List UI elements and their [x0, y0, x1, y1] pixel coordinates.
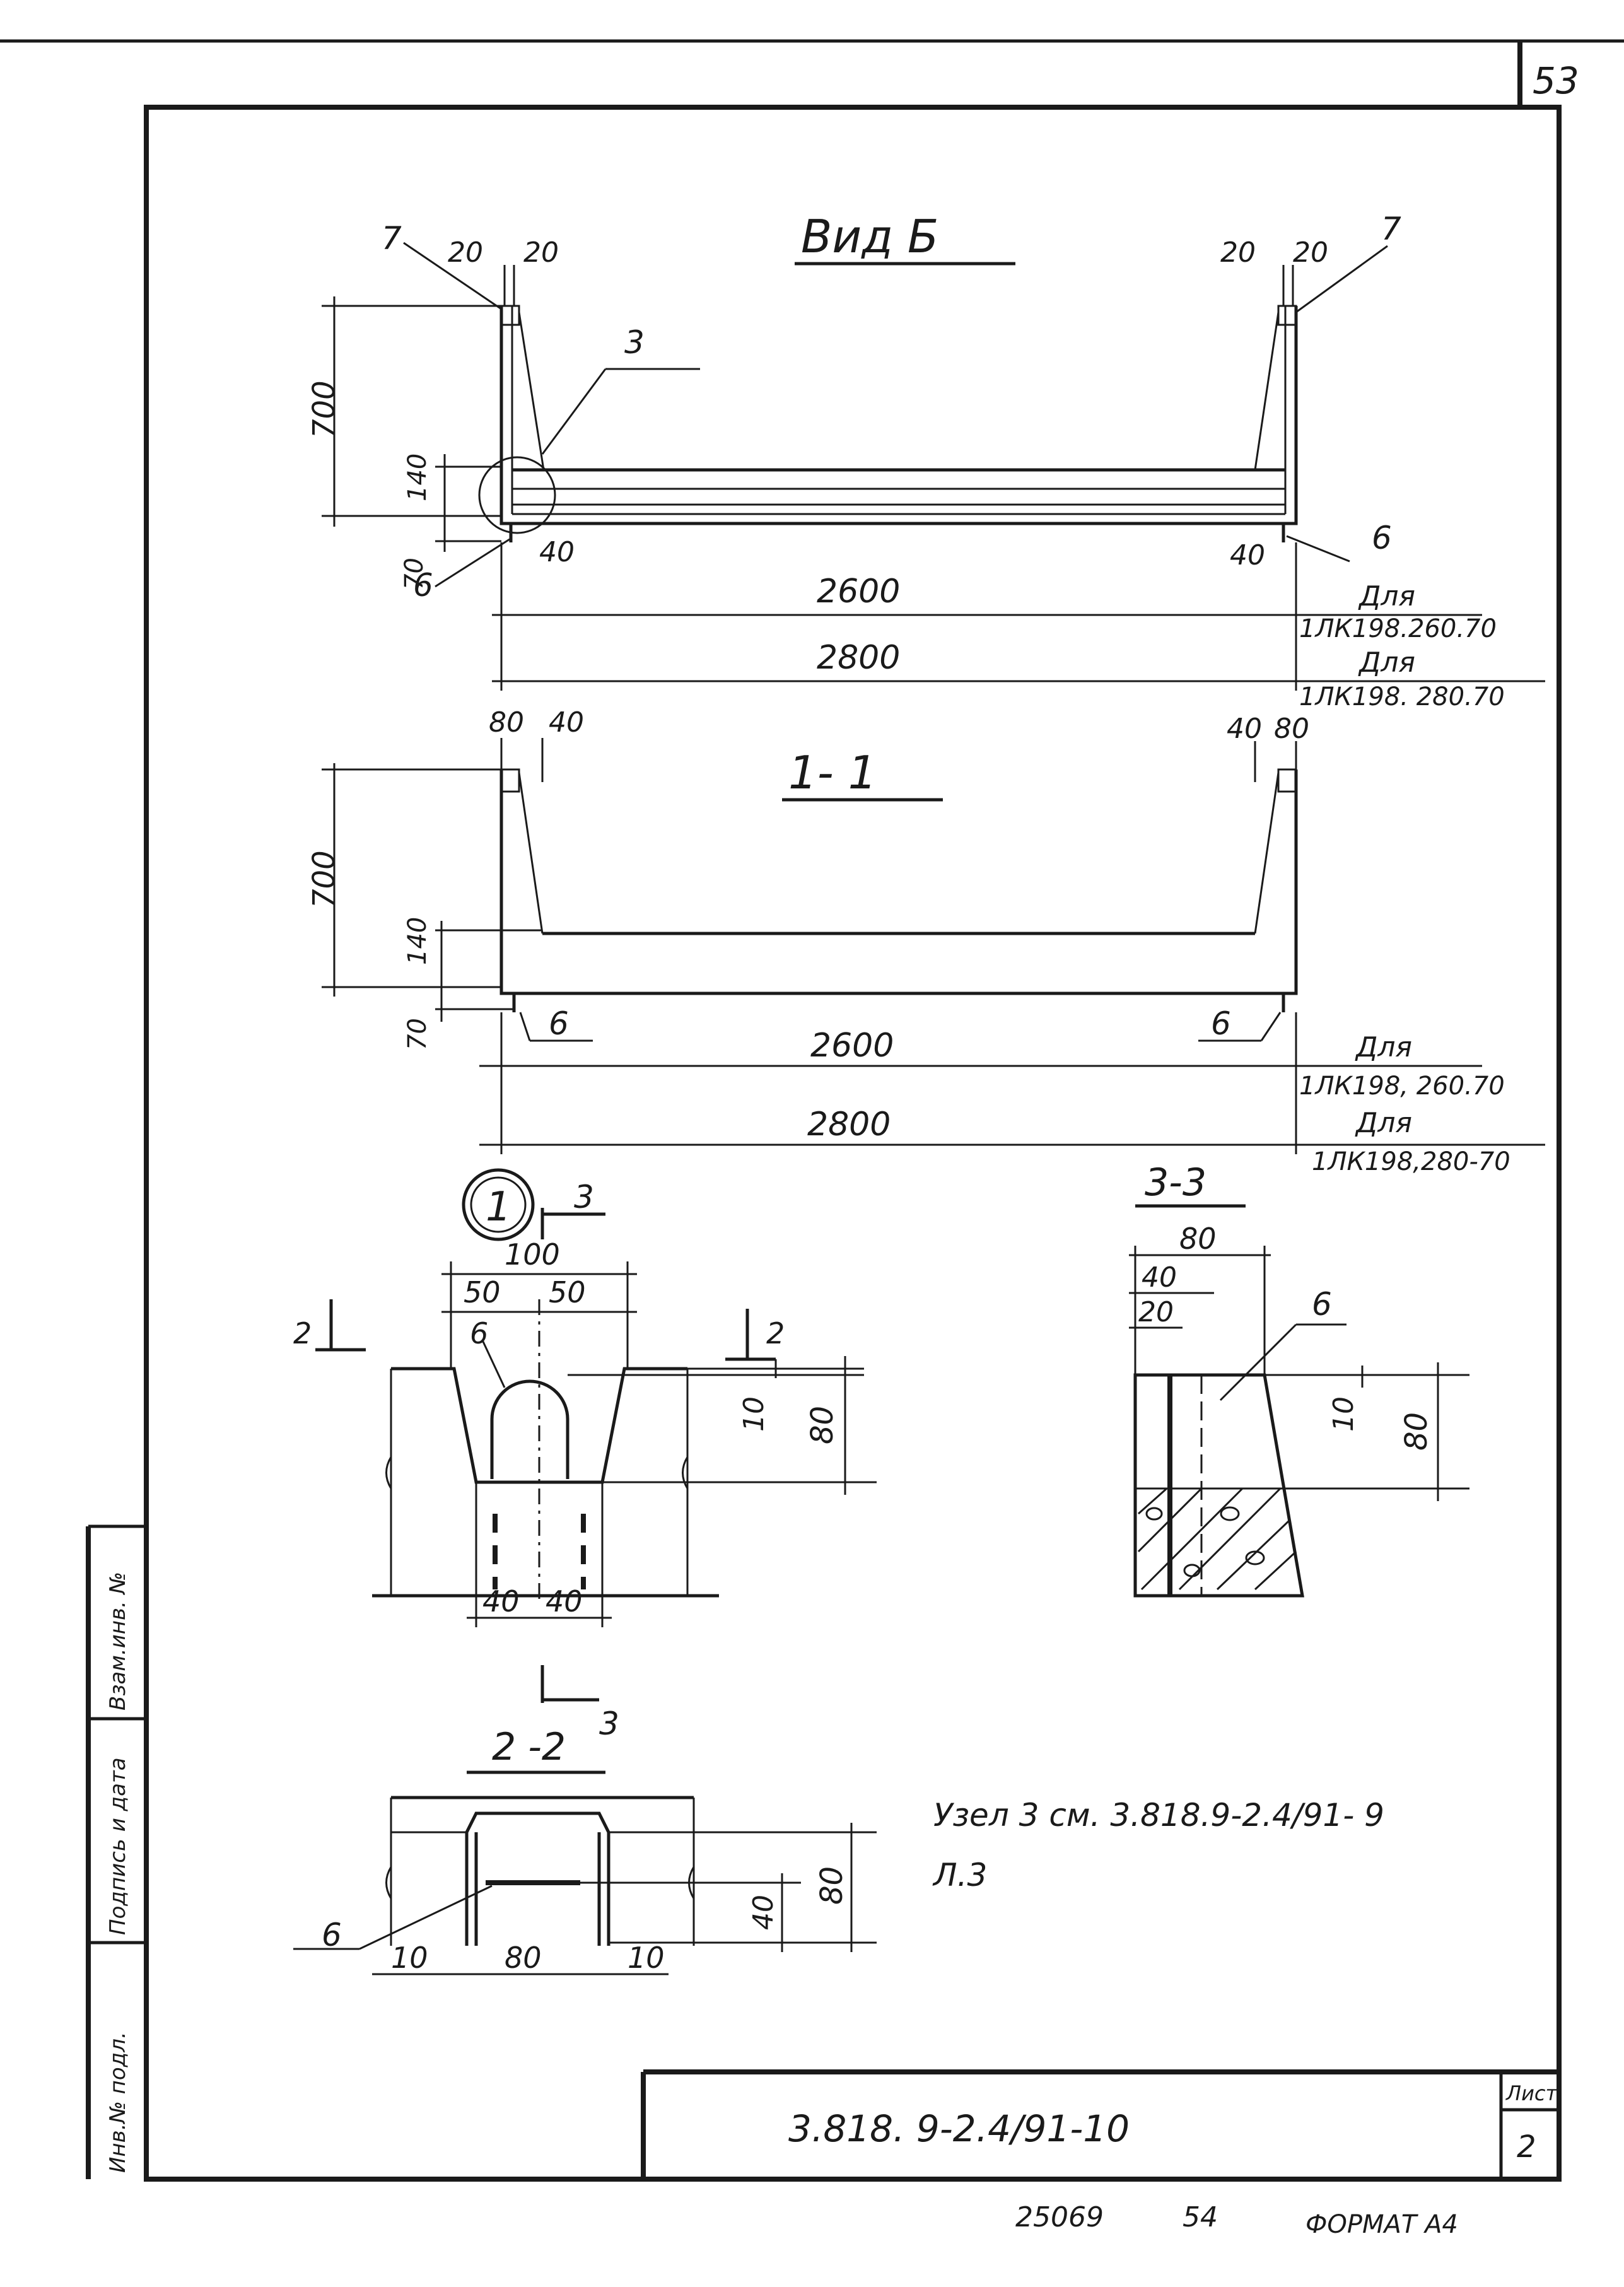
node-1-cut3-bottom: 3	[599, 1705, 619, 1742]
view-b: Вид Б 700 140 70 20 20 20 20	[307, 210, 1545, 711]
section-3-3: 3-3 80 40 20 6 10 80	[1129, 1161, 1469, 1598]
vb-dim-br40: 40	[1230, 539, 1265, 571]
vb-callout-6-left: 6	[413, 567, 433, 604]
title-block: 3.818. 9-2.4/91-10 Лист 2	[641, 2069, 1559, 2179]
vb-dim-70: 70	[400, 558, 429, 590]
sec11-title: 1- 1	[788, 746, 877, 799]
vb-callout-7-left: 7	[382, 220, 402, 257]
vb-dim-140: 140	[403, 453, 432, 501]
vb-dim-bl40: 40	[539, 536, 575, 568]
note-line-1: Узел 3 см. 3.818.9-2.4/91- 9	[933, 1797, 1384, 1834]
s11-callout-6-left: 6	[549, 1005, 569, 1042]
vb-dim-700: 700	[307, 380, 342, 438]
sec33-dim-80: 80	[1179, 1222, 1217, 1256]
s11-dim-2600: 2600	[810, 1027, 894, 1065]
s11-dim-700: 700	[307, 850, 342, 908]
vb-callout-3: 3	[624, 324, 645, 361]
section-2-2: 2 -2 6 40 80 10 80 10	[293, 1725, 877, 1975]
sec33-dim-40: 40	[1142, 1261, 1177, 1294]
node-1-cut3-top: 3	[574, 1179, 594, 1215]
sec11-outline	[499, 769, 1298, 995]
vb-note-dlya-1: Для	[1358, 580, 1415, 612]
s11-callout-6-right: 6	[1211, 1005, 1231, 1042]
s11-note-mark-2: 1ЛК198,280-70	[1312, 1147, 1510, 1176]
s11-dim-140: 140	[403, 917, 432, 965]
vb-callout-6-right: 6	[1372, 520, 1392, 556]
vb-dim-2600: 2600	[817, 573, 900, 611]
note-line-2: Л.3	[932, 1857, 987, 1893]
view-b-title: Вид Б	[801, 210, 938, 263]
s11-dim-70: 70	[403, 1018, 432, 1050]
s11-dim-2800: 2800	[807, 1106, 891, 1144]
sec33-dim-20: 20	[1138, 1296, 1174, 1328]
node-1-loop	[490, 1379, 570, 1479]
node-1-dim-50b: 50	[549, 1275, 586, 1309]
s11-note-dlya-1: Для	[1355, 1031, 1412, 1063]
node-1-dim-50a: 50	[464, 1275, 501, 1309]
footer-format: ФОРМАТ А4	[1306, 2210, 1458, 2239]
vb-note-mark-2: 1ЛК198. 280.70	[1299, 682, 1505, 711]
sec22-top	[465, 1811, 610, 1834]
list-label: Лист	[1505, 2081, 1558, 2105]
stamp-inv-podl: Инв.№ подл.	[105, 2032, 131, 2173]
s11-dim-l40: 40	[549, 706, 584, 739]
footer-page: 54	[1183, 2201, 1218, 2233]
sec22-dim-10a: 10	[391, 1941, 428, 1975]
sec22-title: 2 -2	[492, 1725, 566, 1769]
vb-callout-7-right: 7	[1381, 211, 1401, 247]
node-1-cut2-right: 2	[766, 1316, 785, 1350]
vb-dim-tl20a: 20	[448, 237, 483, 269]
s11-dim-l80: 80	[489, 706, 524, 739]
stamp-vzam: Взам.инв. №	[105, 1572, 131, 1711]
vb-dim-tl20b: 20	[523, 237, 559, 269]
node-1-dim-40a: 40	[482, 1584, 520, 1618]
list-number: 2	[1517, 2129, 1536, 2165]
s11-note-mark-1: 1ЛК198, 260.70	[1299, 1072, 1505, 1101]
vb-dim-tr20b: 20	[1293, 237, 1328, 269]
stamp-podpis: Подпись и дата	[105, 1757, 131, 1935]
s11-note-dlya-2: Для	[1355, 1107, 1412, 1139]
sec33-profile	[1133, 1373, 1304, 1598]
node-1-dim-40b: 40	[546, 1584, 583, 1618]
vb-dim-2800: 2800	[817, 639, 900, 677]
node-1-cut2-left: 2	[293, 1316, 312, 1350]
node-1-dim-100: 100	[505, 1237, 560, 1272]
sec22-dim-80: 80	[505, 1941, 542, 1975]
node-1-label: 1	[486, 1184, 511, 1231]
vb-note-mark-1: 1ЛК198.260.70	[1299, 614, 1497, 643]
sheet-corner-number: 53	[1533, 59, 1579, 102]
sec22-dim-40: 40	[747, 1895, 780, 1930]
view-b-outline	[499, 306, 1298, 525]
node-1: 1 3 3 2 2 100 50 50 6	[293, 1168, 877, 1742]
section-1-1: 1- 1 700 140 70 80 40 40 80 6 6	[307, 706, 1545, 1176]
side-stamp: Взам.инв. № Подпись и дата Инв.№ подл.	[86, 1524, 146, 2179]
main-frame	[144, 105, 1562, 2182]
sec33-dim-80v: 80	[1399, 1412, 1434, 1451]
footer-number: 25069	[1015, 2201, 1104, 2233]
node-1-dim-10: 10	[738, 1396, 770, 1432]
s11-dim-r80: 80	[1274, 713, 1309, 745]
sec33-dim-10: 10	[1328, 1396, 1360, 1432]
sec22-dim-10b: 10	[628, 1941, 665, 1975]
doc-code: 3.818. 9-2.4/91-10	[788, 2107, 1130, 2150]
vb-dim-tr20a: 20	[1220, 237, 1256, 269]
sec22-dim-80v: 80	[814, 1866, 850, 1905]
sec22-callout-6: 6	[322, 1917, 342, 1953]
s11-dim-r40: 40	[1227, 713, 1262, 745]
vb-note-dlya-2: Для	[1358, 646, 1415, 679]
sec33-callout-6: 6	[1312, 1286, 1332, 1323]
sec33-title: 3-3	[1145, 1161, 1206, 1205]
node-1-dim-80: 80	[805, 1406, 840, 1444]
